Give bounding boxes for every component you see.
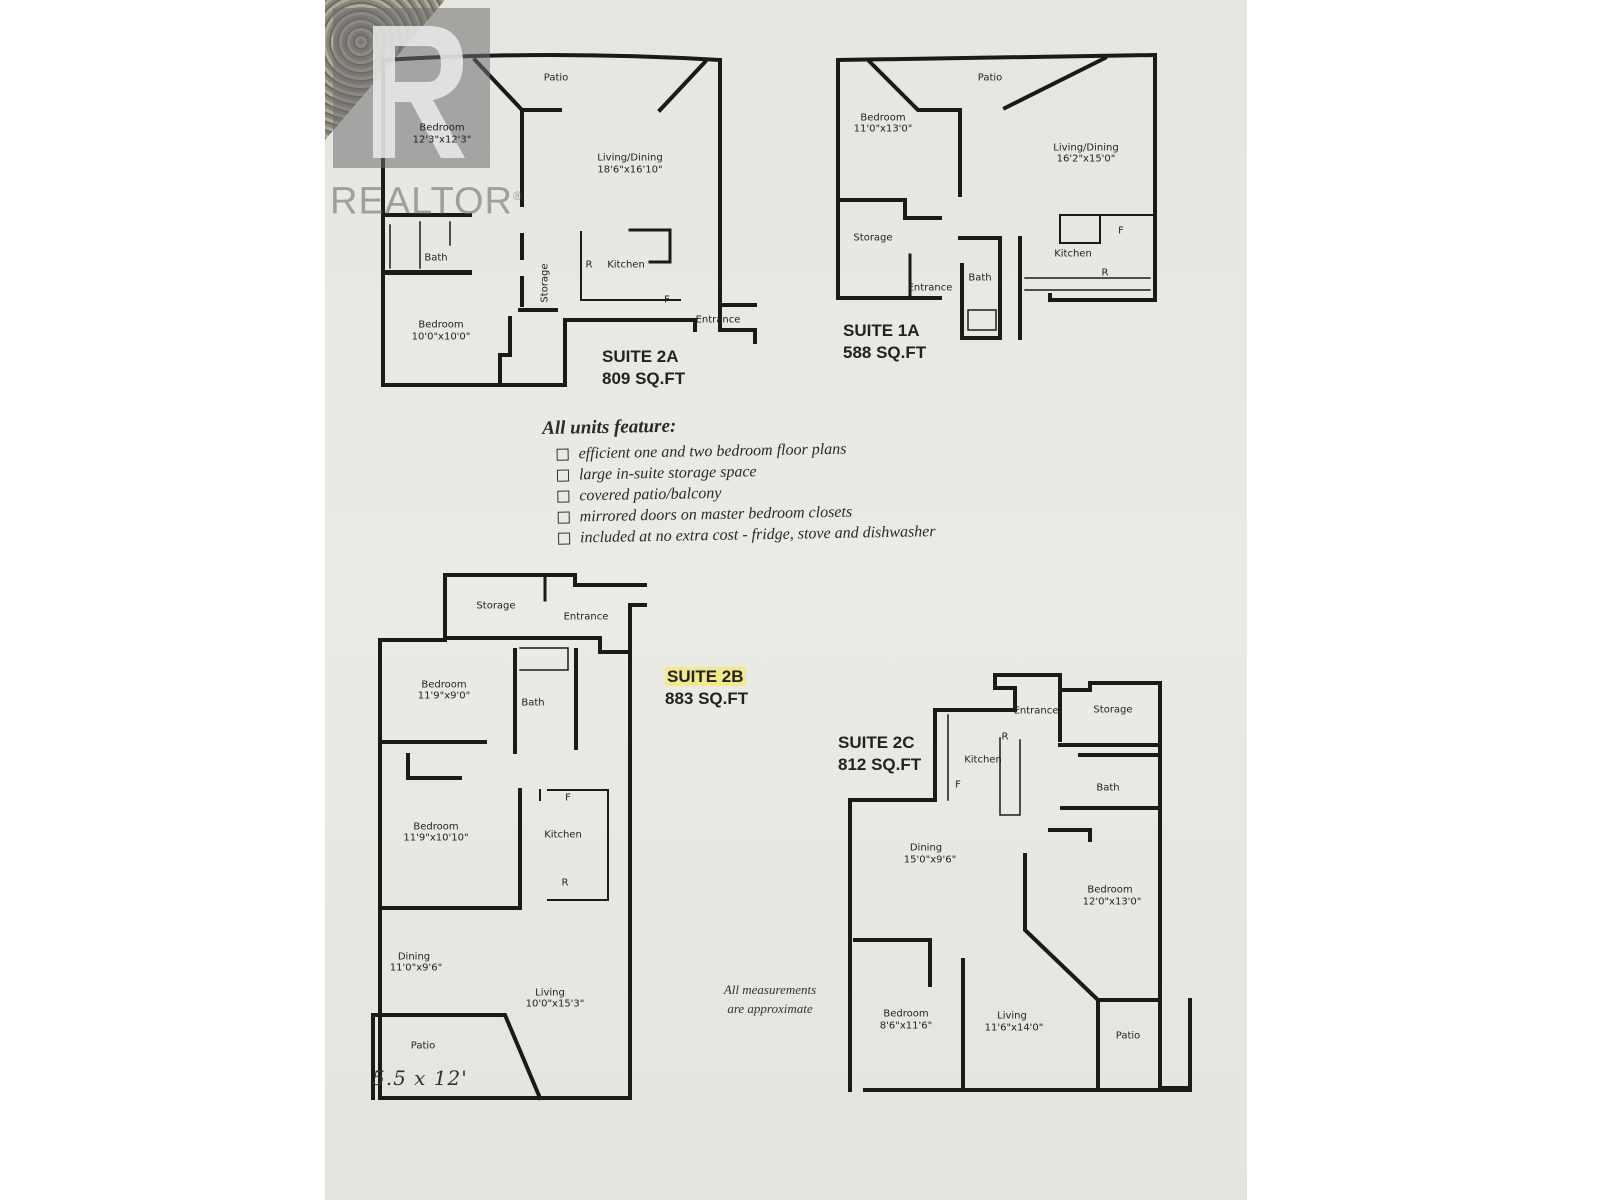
feature-text: included at no extra cost - fridge, stov… — [579, 523, 936, 547]
room-label: Entrance — [563, 611, 609, 623]
suite-2b-plan — [371, 573, 647, 1101]
suite-2a-plan — [380, 53, 757, 387]
suite-2c-title: SUITE 2C 812 SQ.FT — [838, 732, 921, 776]
checkbox-icon — [556, 448, 569, 461]
checkbox-icon — [557, 511, 570, 524]
range-label: R — [561, 877, 569, 889]
feature-text: covered patio/balcony — [579, 484, 722, 505]
feature-text: efficient one and two bedroom floor plan… — [578, 440, 847, 463]
room-size: 11'0"x9'6" — [389, 962, 443, 974]
room-size: 15'0"x9'6" — [903, 854, 957, 866]
checkbox-icon — [558, 532, 571, 545]
room-label: Bath — [521, 697, 545, 709]
range-label: R — [585, 259, 593, 271]
room-size: 12'3"x12'3" — [412, 134, 472, 146]
fridge-label: F — [664, 294, 670, 306]
room-size: 10'0"x10'0" — [411, 331, 471, 343]
room-size: 10'0"x15'3" — [525, 998, 585, 1010]
range-label: R — [1101, 267, 1109, 279]
room-label: Storage — [1093, 704, 1133, 716]
room-label: Storage — [476, 600, 516, 612]
realtor-wordmark-text: REALTOR — [330, 180, 513, 223]
room-label: Patio — [1115, 1030, 1141, 1042]
note-line: All measurements — [723, 982, 817, 997]
feature-text: mirrored doors on master bedroom closets — [579, 503, 853, 526]
realtor-logo — [333, 8, 490, 168]
room-label: Entrance — [695, 314, 741, 326]
room-label: Bedroom — [421, 679, 467, 691]
room-label: Kitchen — [607, 259, 645, 271]
fridge-label: F — [1118, 225, 1124, 237]
suite-title: SUITE 2C — [838, 733, 915, 752]
range-label: R — [1001, 731, 1009, 743]
suite-title: SUITE 1A — [843, 321, 920, 340]
room-label: Storage — [853, 232, 893, 244]
room-label: Patio — [410, 1040, 436, 1052]
realtor-wordmark: REALTOR® — [330, 176, 523, 222]
room-label: Living/Dining — [597, 152, 663, 164]
checkbox-icon — [556, 469, 570, 482]
room-label: Entrance — [1013, 705, 1059, 717]
room-label: Dining — [909, 842, 943, 854]
room-label: Bedroom — [419, 122, 465, 134]
fridge-label: F — [955, 779, 961, 791]
room-label: Bedroom — [413, 821, 459, 833]
suite-2c-plan — [848, 673, 1192, 1092]
suite-1a-plan — [835, 52, 1157, 340]
measurement-note: All measurements are approximate — [724, 980, 816, 1018]
room-label: Bedroom — [1087, 884, 1133, 896]
room-size: 11'0"x13'0" — [853, 123, 913, 135]
room-label: Bedroom — [860, 112, 906, 124]
room-label: Bedroom — [418, 319, 464, 331]
features-list: All units feature: efficient one and two… — [542, 411, 936, 549]
room-label: Patio — [977, 72, 1003, 84]
room-size: 11'9"x10'10" — [403, 832, 469, 844]
room-label: Living/Dining — [1053, 142, 1119, 154]
room-label: Living — [997, 1010, 1027, 1022]
suite-area: 812 SQ.FT — [838, 755, 922, 774]
realtor-logo-letter-graphic — [373, 26, 465, 158]
room-label: Kitchen — [544, 829, 582, 841]
floor-plan-sheet — [325, 0, 1247, 1200]
suite-2a-title: SUITE 2A 809 SQ.FT — [602, 346, 685, 390]
registered-mark: ® — [512, 189, 523, 203]
suite-area: 588 SQ.FT — [843, 343, 927, 362]
suite-area: 883 SQ.FT — [665, 689, 749, 708]
suite-1a-title: SUITE 1A 588 SQ.FT — [843, 320, 926, 364]
room-label: Dining — [397, 951, 431, 963]
suite-area: 809 SQ.FT — [602, 369, 686, 388]
fridge-label: F — [565, 792, 571, 804]
suite-title: SUITE 2A — [602, 347, 679, 366]
room-size: 11'9"x9'0" — [417, 690, 471, 702]
note-line: are approximate — [727, 1001, 813, 1016]
room-label: Storage — [539, 263, 551, 303]
room-label: Kitchen — [1054, 248, 1092, 260]
room-size: 16'2"x15'0" — [1056, 153, 1116, 165]
room-size: 11'6"x14'0" — [984, 1022, 1044, 1034]
room-label: Living — [535, 987, 565, 999]
handwritten-note: 5.5 x 12' — [372, 1066, 468, 1090]
room-label: Entrance — [907, 282, 953, 294]
room-label: Bath — [1096, 782, 1120, 794]
suite-2b-title: SUITE 2B 883 SQ.FT — [665, 666, 748, 710]
room-label: Kitchen — [964, 754, 1002, 766]
feature-text: large in-suite storage space — [578, 463, 757, 484]
room-size: 18'6"x16'10" — [597, 164, 663, 176]
room-label: Patio — [543, 72, 569, 84]
room-label: Bath — [968, 272, 992, 284]
room-size: 12'0"x13'0" — [1082, 896, 1142, 908]
checkbox-icon — [557, 490, 570, 503]
room-size: 8'6"x11'6" — [879, 1020, 933, 1032]
room-label: Bedroom — [883, 1008, 929, 1020]
suite-title: SUITE 2B — [665, 667, 746, 686]
room-label: Bath — [424, 252, 448, 264]
